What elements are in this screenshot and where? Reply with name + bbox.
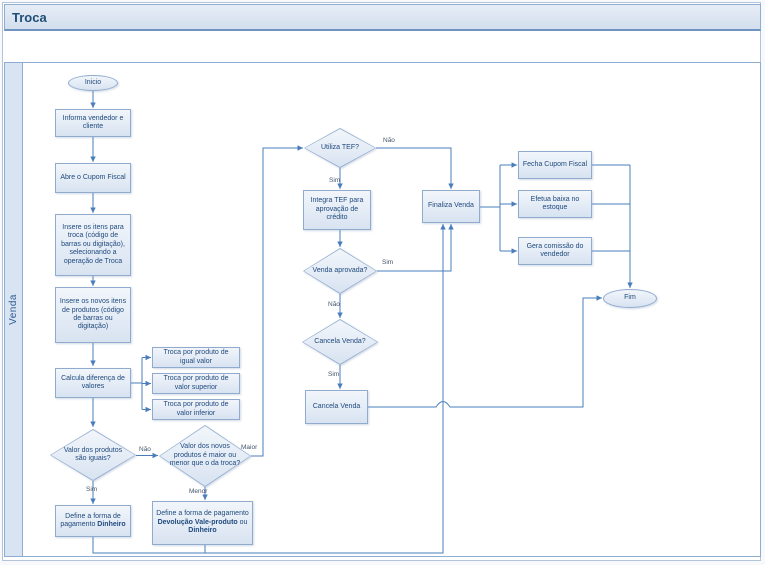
node-cancela-venda: Cancela Venda	[305, 390, 368, 424]
node-label: Insere os itens para troca (código de ba…	[61, 224, 125, 265]
node-label: Define a forma de pagamento Dinheiro	[60, 512, 126, 528]
node-label: Cancela Venda?	[314, 337, 366, 345]
node-gera-comissao: Gera comissão do vendedor	[518, 237, 592, 265]
node-integra-tef: Integra TEF para aprovação de crédito	[303, 190, 371, 230]
edge-label-tef-sim: Sim	[329, 177, 341, 184]
node-label: Fecha Cupom Fiscal	[522, 160, 588, 168]
node-insere-itens-troca: Insere os itens para troca (código de ba…	[55, 214, 131, 276]
diagram-title-bar: Troca	[4, 4, 761, 31]
node-fim-label: Fim	[624, 294, 636, 302]
node-label: Troca por produto de igual valor	[163, 349, 229, 365]
node-label: Utiliza TEF?	[321, 143, 359, 151]
node-troca-valor-superior: Troca por produto de valor superior	[152, 373, 240, 394]
edge-label-aprovada-sim: Sim	[382, 259, 394, 266]
node-label: Insere os novos itens de produtos (códig…	[59, 298, 127, 331]
node-troca-valor-inferior: Troca por produto de valor inferior	[152, 399, 240, 420]
node-label: Venda aprovada?	[312, 266, 368, 274]
edge-label-cancela-sim: Sim	[328, 371, 340, 378]
node-label: Valor dos novos produtos é maior ou meno…	[169, 443, 241, 468]
swimlane-label: Venda	[8, 294, 19, 325]
node-label: Gera comissão do vendedor	[526, 242, 584, 258]
node-label: Informa vendedor e cliente	[62, 114, 124, 130]
node-decision-venda-aprovada: Venda aprovada?	[303, 248, 377, 294]
node-label: Calcula diferença de valores	[61, 374, 125, 390]
node-label: Define a forma de pagamento Devolução Va…	[156, 510, 249, 535]
node-fecha-cupom-fiscal: Fecha Cupom Fiscal	[518, 151, 592, 179]
node-troca-igual-valor: Troca por produto de igual valor	[152, 347, 240, 368]
node-informa-vendedor-cliente: Informa vendedor e cliente	[55, 109, 131, 137]
node-inicio-label: Inicio	[84, 78, 102, 86]
node-label: Abre o Cupom Fiscal	[60, 173, 126, 181]
node-label: Finaliza Venda	[428, 202, 474, 210]
node-decision-utiliza-tef: Utiliza TEF?	[304, 128, 376, 168]
edge-label-menor: Menor	[189, 488, 208, 495]
node-finaliza-venda: Finaliza Venda	[422, 190, 480, 223]
diagram-title: Troca	[12, 9, 47, 25]
node-decision-valores-iguais: Valor dos produtos são iguais?	[50, 429, 136, 481]
node-fim: Fim	[603, 289, 657, 308]
node-decision-cancela-venda: Cancela Venda?	[302, 319, 378, 365]
node-label: Troca por produto de valor inferior	[163, 401, 229, 417]
node-calcula-diferenca: Calcula diferença de valores	[55, 368, 131, 398]
edge-label-tef-nao: Não	[383, 137, 395, 144]
node-decision-maior-menor: Valor dos novos produtos é maior ou meno…	[159, 425, 251, 487]
node-label: Valor dos produtos são iguais?	[63, 446, 123, 462]
node-efetua-baixa-estoque: Efetua baixa no estoque	[518, 190, 592, 218]
node-label: Cancela Venda	[312, 402, 361, 410]
edge-label-iguais-nao: Não	[139, 446, 151, 453]
edge-label-iguais-sim: Sim	[86, 486, 98, 493]
node-abre-cupom-fiscal: Abre o Cupom Fiscal	[55, 163, 131, 193]
edge-label-maior: Maior	[241, 444, 258, 451]
node-inicio: Inicio	[68, 75, 118, 91]
edge-label-aprovada-nao: Não	[328, 301, 340, 308]
node-define-pagamento-devolucao: Define a forma de pagamento Devolução Va…	[152, 501, 253, 545]
node-label: Efetua baixa no estoque	[530, 195, 580, 211]
swimlane-header: Venda	[5, 63, 23, 556]
node-label: Integra TEF para aprovação de crédito	[310, 197, 364, 222]
node-label: Troca por produto de valor superior	[163, 375, 229, 391]
node-insere-novos-itens: Insere os novos itens de produtos (códig…	[55, 287, 131, 343]
node-define-pagamento-dinheiro: Define a forma de pagamento Dinheiro	[55, 505, 131, 537]
